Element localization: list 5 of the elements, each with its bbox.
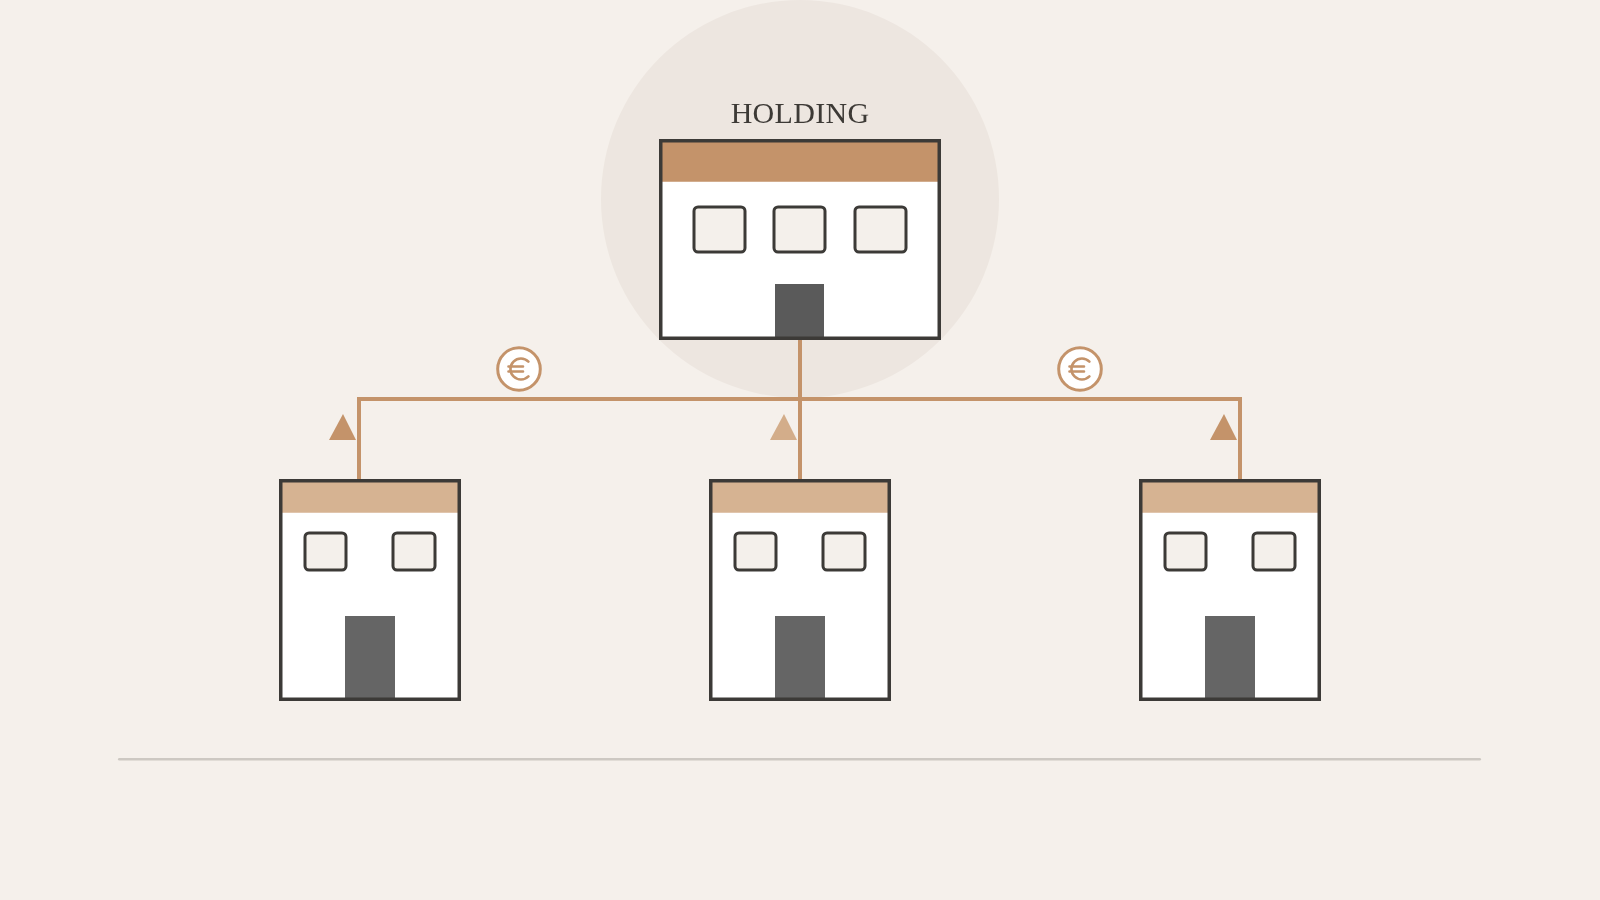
connector-line <box>357 397 798 479</box>
connector-line <box>802 397 1242 479</box>
connector-line <box>798 340 802 401</box>
node-label: HOLDING <box>730 96 870 130</box>
connector-line <box>798 401 802 479</box>
